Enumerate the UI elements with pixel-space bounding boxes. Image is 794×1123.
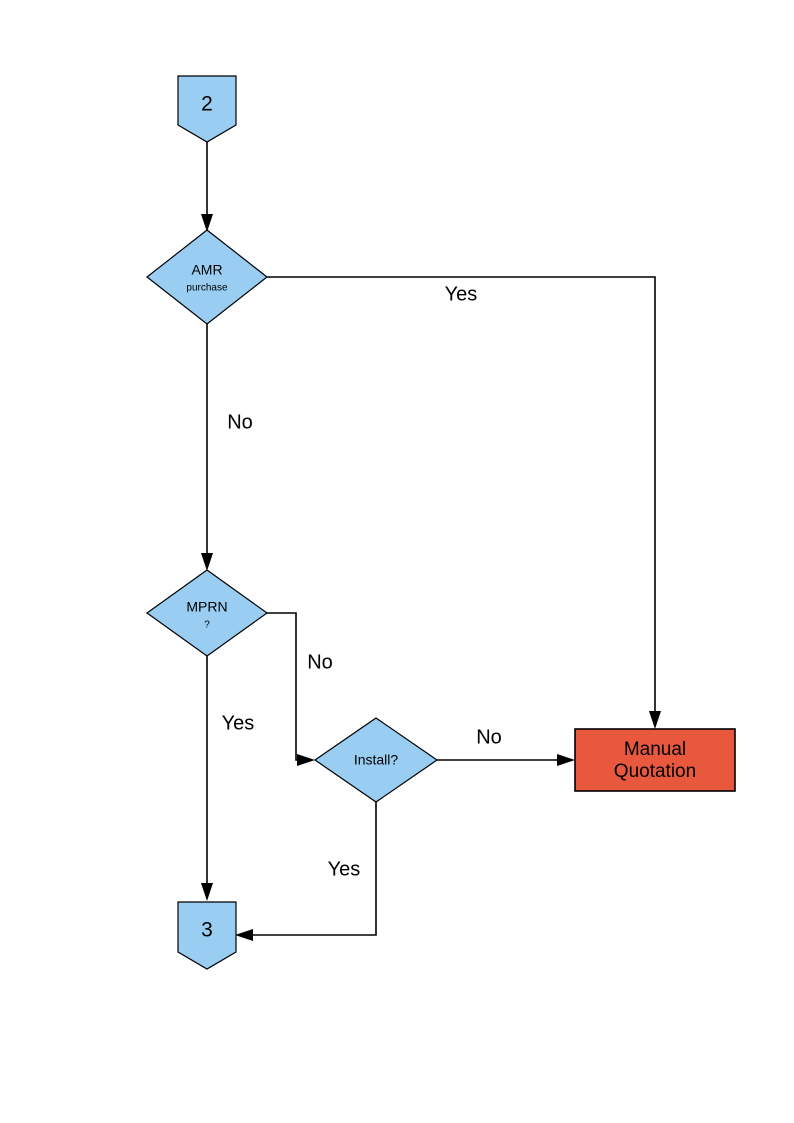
arrowhead-icon (201, 553, 213, 571)
edge-start2-to-amr (201, 142, 213, 232)
decision-shape (146, 229, 268, 325)
node-decision-install[interactable]: Install? (313, 717, 439, 803)
node-decision-amr-purchase-label-line1: AMR (191, 262, 222, 278)
node-end-3-label: 3 (201, 919, 213, 942)
node-decision-amr-purchase-label-line2: purchase (186, 283, 228, 294)
edge-amr-no-to-mprn (201, 324, 213, 571)
node-decision-mprn[interactable]: MPRN ? (145, 569, 269, 657)
terminator-shape (177, 901, 237, 970)
node-process-manual-quotation-label-line1: Manual (624, 739, 686, 760)
terminator-shape (177, 75, 237, 143)
node-decision-mprn-label-line2: ? (204, 620, 210, 631)
arrowhead-icon (201, 214, 213, 232)
arrowhead-icon (297, 754, 315, 766)
edge-label-amr-yes: Yes (445, 283, 478, 305)
arrowhead-icon (235, 929, 253, 941)
edge-line (246, 802, 377, 936)
edge-install-yes-to-end3 (235, 802, 377, 941)
node-process-manual-quotation[interactable]: Manual Quotation (574, 728, 736, 792)
node-process-manual-quotation-label-line2: Quotation (614, 761, 696, 782)
node-end-3[interactable]: 3 (177, 901, 237, 970)
decision-shape (145, 569, 269, 657)
edge-label-mprn-yes: Yes (222, 712, 255, 734)
edge-install-no-to-manual (437, 754, 575, 766)
edge-amr-yes-to-manual (267, 276, 661, 729)
edge-label-install-yes: Yes (328, 858, 361, 880)
node-decision-amr-purchase[interactable]: AMR purchase (146, 229, 268, 325)
node-start-2-label: 2 (201, 93, 213, 116)
process-shape (574, 728, 736, 792)
arrowhead-icon (649, 711, 661, 729)
arrowhead-icon (557, 754, 575, 766)
arrowhead-icon (201, 883, 213, 901)
node-decision-mprn-label-line1: MPRN (186, 599, 227, 615)
edge-mprn-yes-to-end3 (201, 656, 213, 901)
edge-label-install-no: No (476, 726, 502, 748)
edge-label-amr-no: No (227, 411, 253, 433)
edge-label-mprn-no: No (307, 651, 333, 673)
decision-shape (313, 717, 439, 803)
node-decision-install-label: Install? (354, 752, 399, 768)
edge-line (267, 276, 656, 718)
edge-line (267, 612, 305, 761)
node-start-2[interactable]: 2 (177, 75, 237, 143)
edge-mprn-no-to-install (267, 612, 315, 766)
